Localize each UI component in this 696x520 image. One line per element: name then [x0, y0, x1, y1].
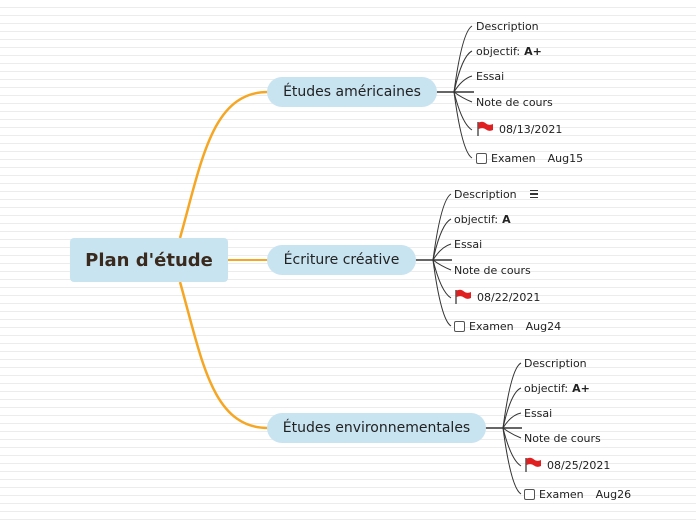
leaf-date-value: 08/25/2021	[547, 458, 611, 472]
red-flag-icon	[477, 121, 493, 136]
leaf-essay-label: Essai	[476, 69, 505, 83]
leaf-essay[interactable]: Essai	[524, 405, 552, 421]
leaf-exam[interactable]: Examen Aug15	[476, 150, 583, 166]
leaf-description-label: Description	[476, 19, 539, 33]
leaf-exam-due: Aug26	[595, 487, 632, 501]
branch-topic-etudes-environnementales[interactable]: Études environnementales	[267, 413, 486, 443]
connector-root-branch-3	[178, 281, 269, 430]
checkbox-icon[interactable]	[454, 320, 465, 332]
checkbox-icon[interactable]	[476, 152, 487, 164]
leaf-objective[interactable]: objectif: A+	[476, 43, 542, 59]
branch-topic-etudes-americaines[interactable]: Études américaines	[267, 77, 437, 107]
leaf-date[interactable]: 08/13/2021	[476, 121, 562, 137]
leaf-objective[interactable]: objectif: A	[454, 211, 511, 227]
leaf-notes[interactable]: Note de cours	[524, 430, 601, 446]
leaf-essay[interactable]: Essai	[476, 68, 504, 84]
leaf-essay-label: Essai	[454, 237, 483, 251]
leaf-exam[interactable]: Examen Aug24	[454, 318, 561, 334]
branch-3-leaf-connectors	[485, 362, 522, 495]
branch-1-leaf-connectors	[436, 25, 474, 159]
leaf-date[interactable]: 08/25/2021	[524, 457, 610, 473]
leaf-objective-grade: A+	[572, 381, 590, 395]
branch-topic-ecriture-creative[interactable]: Écriture créative	[267, 245, 416, 275]
leaf-notes[interactable]: Note de cours	[454, 262, 531, 278]
leaf-objective-grade: A	[502, 212, 511, 226]
leaf-objective[interactable]: objectif: A+	[524, 380, 590, 396]
red-flag-icon	[525, 457, 541, 472]
leaf-description-label: Description	[524, 356, 587, 370]
leaf-date-value: 08/13/2021	[499, 122, 563, 136]
leaf-notes-label: Note de cours	[524, 431, 601, 445]
leaf-essay-label: Essai	[524, 406, 553, 420]
leaf-objective-label: objectif:	[524, 381, 569, 395]
leaf-exam-label: Examen	[469, 319, 514, 333]
checkbox-icon[interactable]	[524, 488, 535, 500]
leaf-date[interactable]: 08/22/2021	[454, 289, 540, 305]
menu-lines-icon[interactable]	[529, 188, 538, 201]
leaf-exam-label: Examen	[491, 151, 536, 165]
leaf-description-label: Description	[454, 187, 517, 201]
red-flag-icon	[455, 289, 471, 304]
connector-root-branch-1	[178, 90, 269, 239]
leaf-essay[interactable]: Essai	[454, 236, 482, 252]
branch-2-leaf-connectors	[415, 193, 452, 327]
root-topic[interactable]: Plan d'étude	[70, 238, 228, 282]
leaf-date-value: 08/22/2021	[477, 290, 541, 304]
leaf-notes-label: Note de cours	[476, 95, 553, 109]
leaf-notes-label: Note de cours	[454, 263, 531, 277]
leaf-objective-grade: A+	[524, 44, 542, 58]
leaf-description[interactable]: Description	[476, 18, 539, 34]
leaf-description[interactable]: Description	[454, 186, 538, 202]
leaf-exam-due: Aug24	[525, 319, 562, 333]
leaf-description[interactable]: Description	[524, 355, 587, 371]
leaf-exam-label: Examen	[539, 487, 584, 501]
leaf-exam[interactable]: Examen Aug26	[524, 486, 631, 502]
leaf-exam-due: Aug15	[547, 151, 584, 165]
leaf-notes[interactable]: Note de cours	[476, 94, 553, 110]
leaf-objective-label: objectif:	[476, 44, 521, 58]
leaf-objective-label: objectif:	[454, 212, 499, 226]
